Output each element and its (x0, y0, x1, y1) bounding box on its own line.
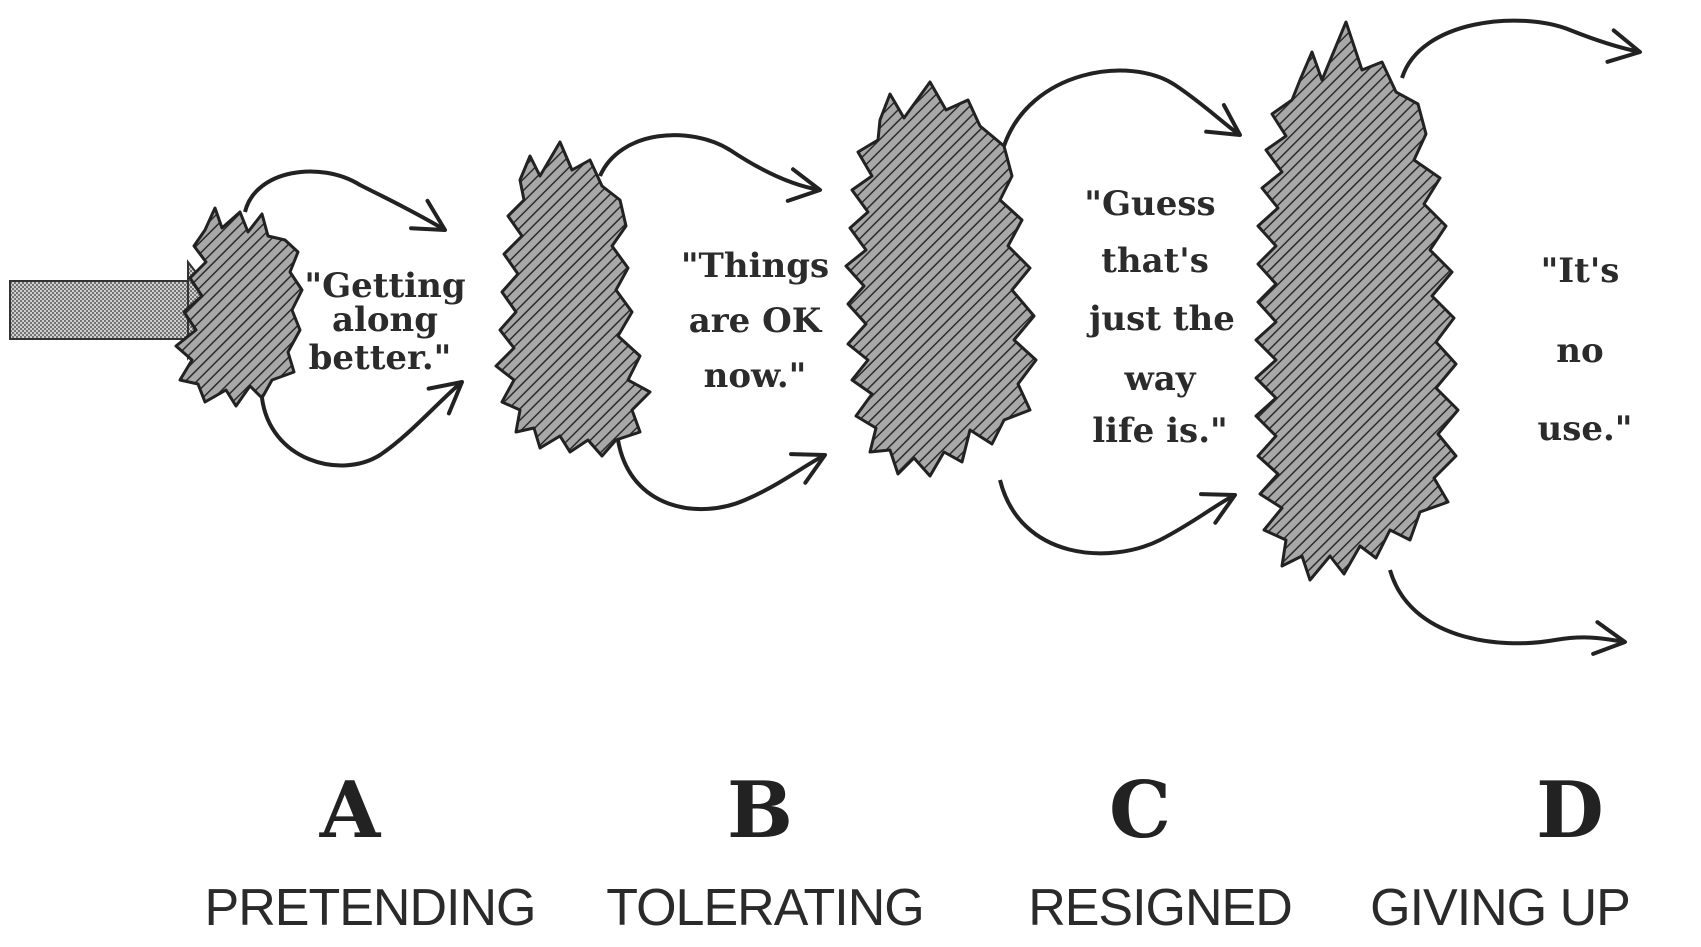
stage-b-quote-line: "Things (681, 246, 829, 286)
stage-c-quote-line: "Guess (1084, 184, 1215, 224)
stage-d-letter: D (1536, 765, 1604, 856)
stage-a-quote-line: "Getting (304, 266, 465, 306)
stage-c-name: RESIGNED (1028, 879, 1293, 937)
stage-c-quote-line: just the (1086, 299, 1235, 339)
stage-d-blob (1254, 18, 1642, 656)
stage-a-quote-line: along (332, 300, 438, 340)
stage-c-blob (844, 68, 1242, 556)
stage-a-quote: "Getting along better." (304, 266, 465, 378)
stage-c-letter: C (1108, 765, 1172, 856)
stage-a-blob (174, 169, 464, 468)
stage-b-quote-line: are OK (689, 301, 823, 341)
stage-b-blob (494, 133, 827, 512)
stage-c-quote-line: life is." (1092, 411, 1228, 451)
stage-d-quote: "It's no use." (1537, 251, 1632, 449)
stage-c-quote-line: way (1123, 359, 1196, 399)
stage-d-quote-line: no (1556, 331, 1603, 371)
stage-c-quote: "Guess that's just the way life is." (1084, 184, 1235, 451)
stage-b-quote: "Things are OK now." (681, 246, 829, 396)
stage-a-letter: A (319, 765, 381, 856)
stage-d-quote-line: use." (1537, 409, 1632, 449)
stage-b-name: TOLERATING (606, 879, 924, 937)
stage-b-quote-line: now." (704, 356, 807, 396)
stage-c-quote-line: that's (1101, 241, 1209, 281)
stage-d-quote-line: "It's (1541, 251, 1620, 291)
stage-d-name: GIVING UP (1370, 879, 1631, 937)
stage-a-quote-line: better." (309, 338, 452, 378)
stage-b-letter: B (727, 765, 793, 856)
stage-a-name: PRETENDING (204, 879, 537, 937)
